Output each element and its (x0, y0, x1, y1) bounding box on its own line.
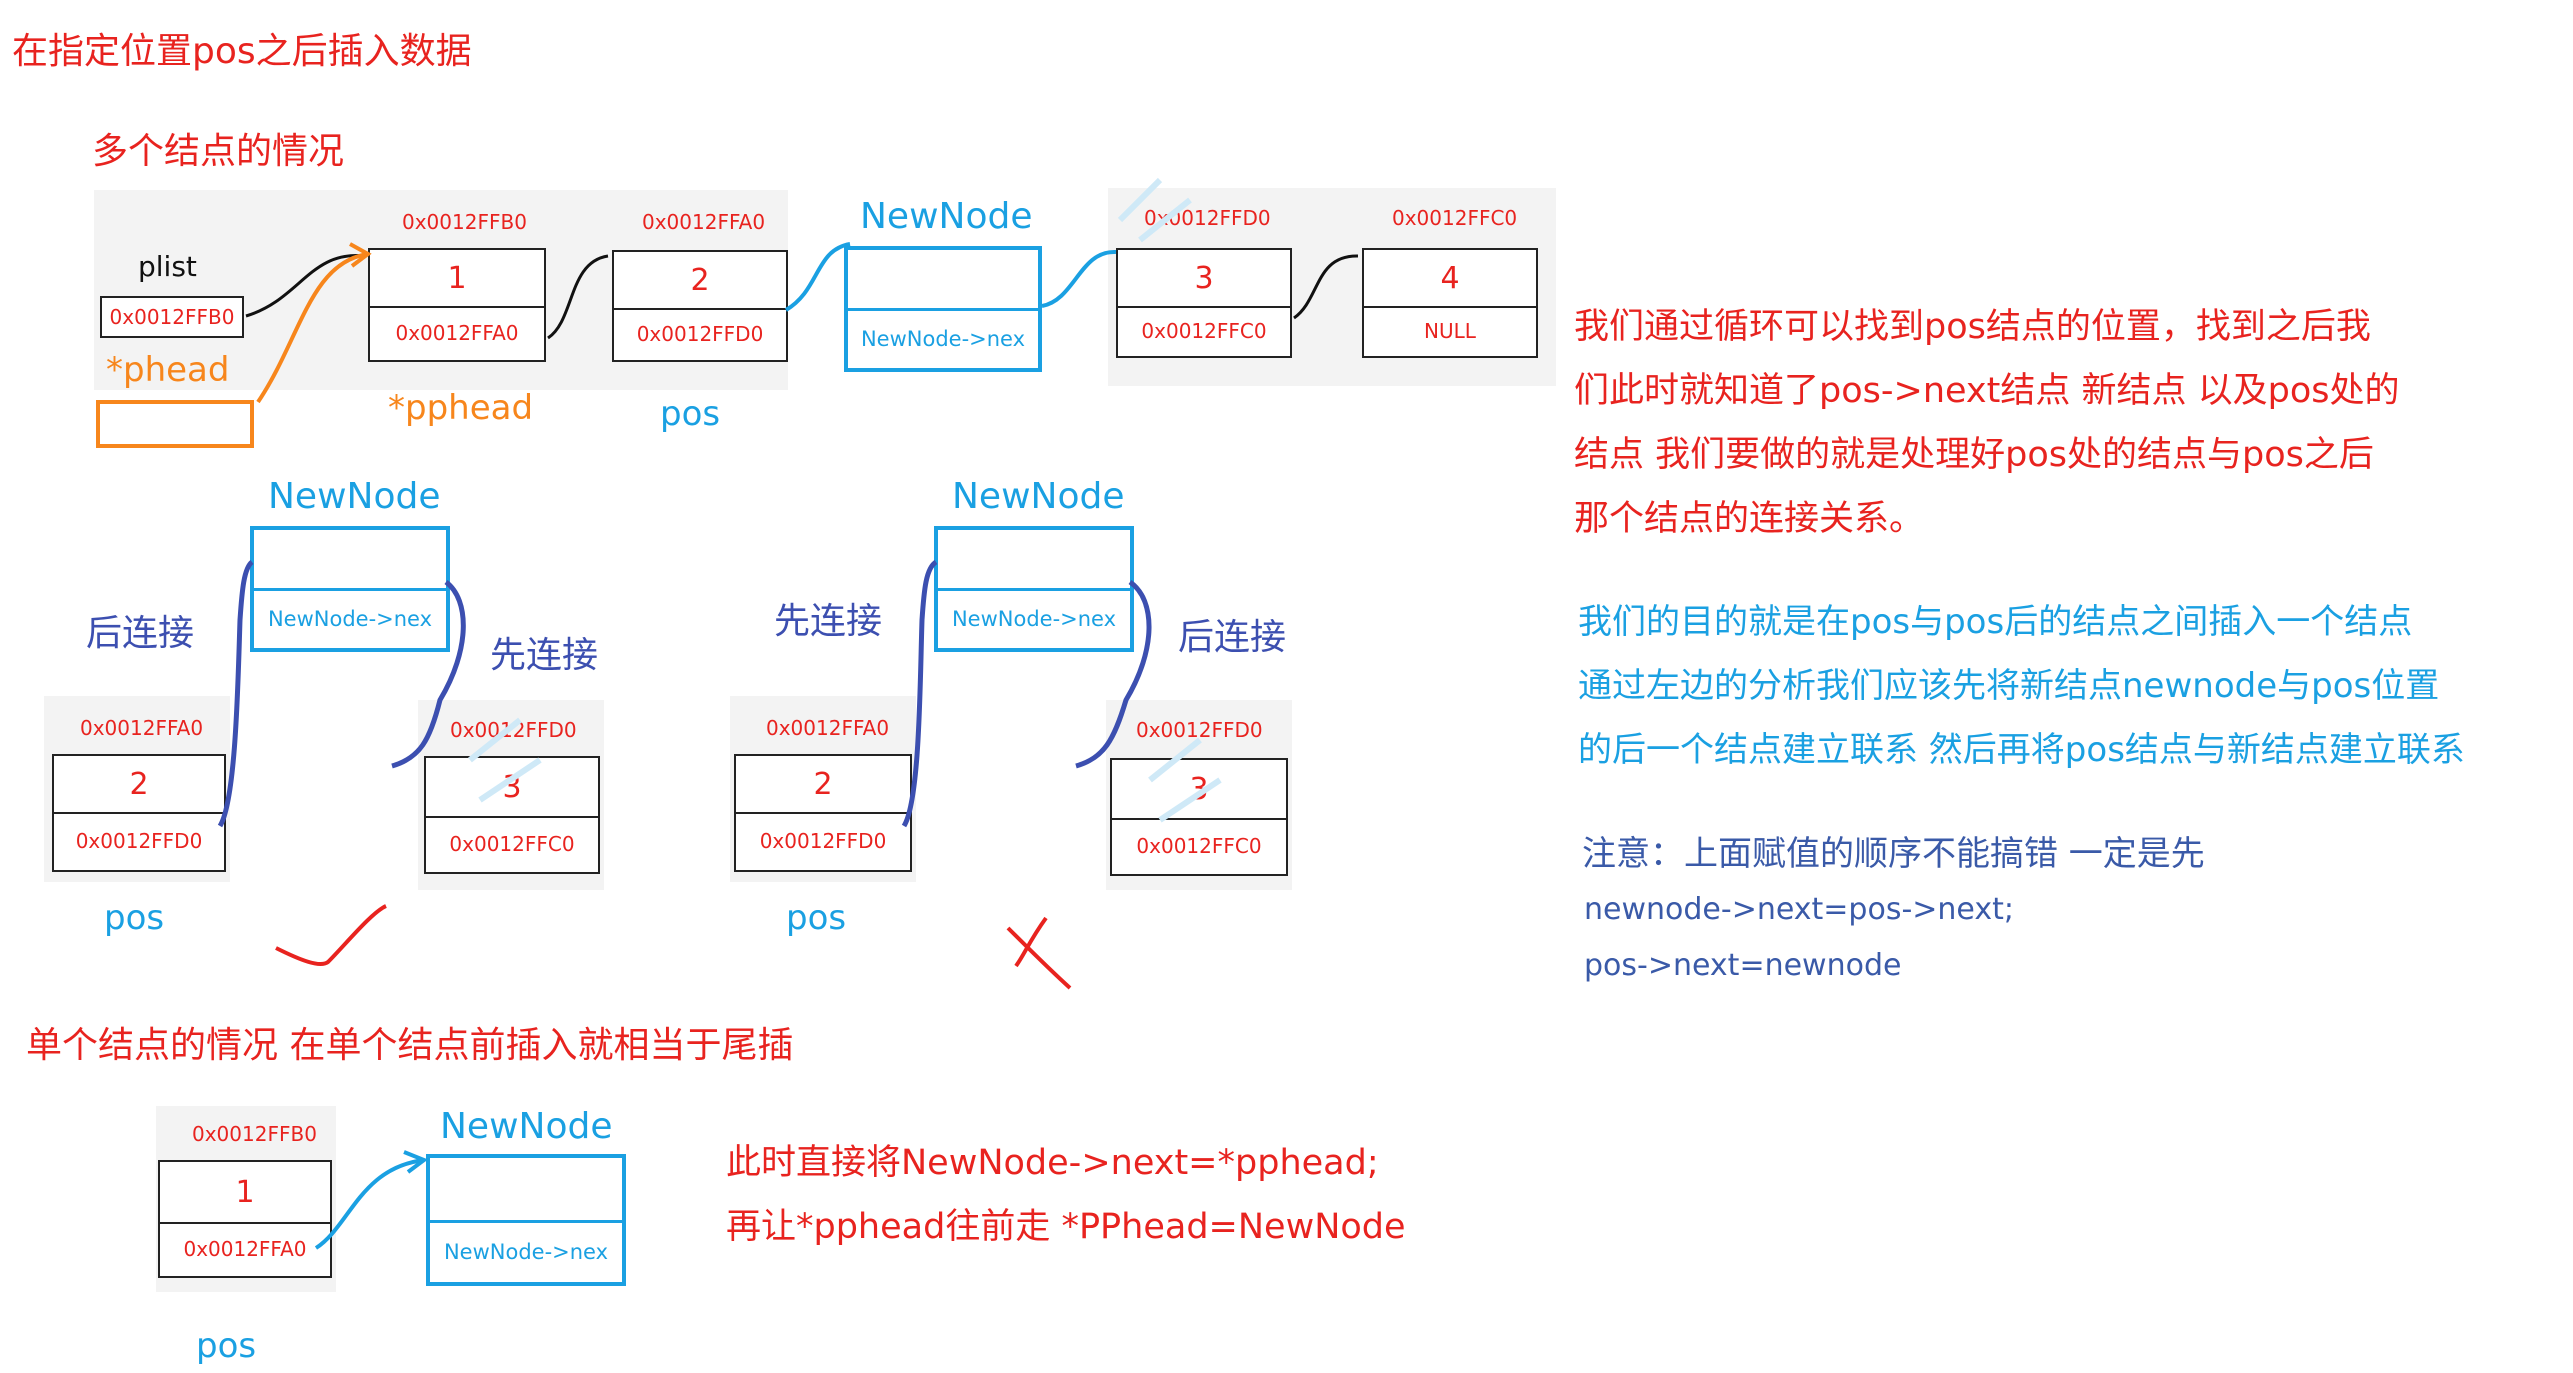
left-after-connect-stroke (217, 560, 254, 828)
node4-address: 0x0012FFC0 (1392, 206, 1518, 230)
arrow-single-to-newnode (314, 1158, 425, 1250)
single-pos-label: pos (196, 1326, 257, 1366)
arrow-node1-to-node2 (547, 254, 609, 340)
note-line2: pos->next=newnode (1584, 948, 1902, 983)
top-newnode: NewNode->nex (844, 246, 1042, 372)
plist-box: 0x0012FFB0 (100, 296, 244, 338)
arrow-phead-to-node1 (256, 252, 369, 404)
right-next-next: 0x0012FFC0 (1136, 834, 1262, 858)
node1-next: 0x0012FFA0 (395, 321, 519, 345)
right-label-first: 先连接 (774, 601, 883, 642)
arrowhead-phead (349, 242, 372, 268)
watermark-stroke-3 (1148, 737, 1222, 823)
left-newnode: NewNode->nex (250, 526, 450, 652)
node1-address: 0x0012FFB0 (402, 210, 527, 234)
single-explain-line2: 再让*pphead往前走 *PPhead=NewNode (726, 1207, 1406, 1247)
right-label-after: 后连接 (1178, 617, 1287, 658)
arrowhead-single (403, 1150, 429, 1174)
right-pos-address: 0x0012FFA0 (766, 716, 890, 740)
node1-data: 1 (370, 250, 544, 308)
node2: 2 0x0012FFD0 (612, 250, 788, 362)
node2-data: 2 (614, 252, 786, 310)
single-node-data: 1 (160, 1162, 330, 1224)
phead-box (96, 400, 254, 448)
right-next-node: 3 0x0012FFC0 (1110, 758, 1288, 876)
single-explain-line1: 此时直接将NewNode->next=*pphead; (726, 1143, 1379, 1183)
left-correct-mark (275, 904, 387, 967)
left-label-after: 后连接 (86, 613, 195, 654)
explain-blue-line2: 通过左边的分析我们应该先将新结点newnode与pos位置 (1578, 666, 2440, 706)
arrow-node3-to-node4 (1293, 254, 1359, 320)
left-first-connect-stroke (391, 580, 466, 769)
arrow-plist-to-node1 (245, 254, 366, 318)
watermark-stroke-1 (1117, 177, 1192, 243)
left-pos-node: 2 0x0012FFD0 (52, 754, 226, 872)
section-multi-heading: 多个结点的情况 (92, 131, 345, 172)
right-pos-node: 2 0x0012FFD0 (734, 754, 912, 872)
top-newnode-title: NewNode (860, 196, 1033, 237)
pphead-label: *pphead (388, 388, 534, 428)
explain-blue-line3: 的后一个结点建立联系 然后再将pos结点与新结点建立联系 (1578, 730, 2465, 770)
node4-next: NULL (1424, 319, 1476, 343)
right-newnode-next: NewNode->nex (951, 607, 1117, 631)
single-newnode-next: NewNode->nex (443, 1240, 609, 1264)
right-wrong-mark-a (1006, 926, 1072, 990)
pos-label-top: pos (660, 394, 721, 434)
left-label-first: 先连接 (490, 635, 599, 676)
right-next-address: 0x0012FFD0 (1136, 718, 1263, 742)
arrow-newnode-to-node3 (1041, 249, 1117, 308)
node4: 4 NULL (1362, 248, 1538, 358)
node1: 1 0x0012FFA0 (368, 248, 546, 362)
plist-label: plist (138, 250, 197, 283)
left-pos-address: 0x0012FFA0 (80, 716, 204, 740)
section-single-heading: 单个结点的情况 在单个结点前插入就相当于尾插 (26, 1025, 794, 1066)
node4-data: 4 (1364, 250, 1536, 308)
node2-address: 0x0012FFA0 (642, 210, 766, 234)
note-line1: newnode->next=pos->next; (1584, 892, 2014, 927)
top-newnode-next: NewNode->nex (860, 327, 1026, 351)
explain-red-line2: 们此时就知道了pos->next结点 新结点 以及pos处的 (1574, 371, 2400, 411)
note-title: 注意：上面赋值的顺序不能搞错 一定是先 (1582, 834, 2205, 874)
explain-blue-line1: 我们的目的就是在pos与pos后的结点之间插入一个结点 (1578, 602, 2413, 642)
explain-red-line4: 那个结点的连接关系。 (1574, 499, 1925, 539)
page-title: 在指定位置pos之后插入数据 (12, 31, 472, 72)
single-newnode-title: NewNode (440, 1106, 613, 1147)
left-pos-data: 2 (54, 756, 224, 814)
explain-red-line1: 我们通过循环可以找到pos结点的位置，找到之后我 (1574, 307, 2371, 347)
watermark-stroke-2 (468, 717, 542, 803)
right-wrong-mark-b (1014, 916, 1048, 968)
right-pos-label: pos (786, 898, 847, 938)
left-next-next: 0x0012FFC0 (449, 832, 575, 856)
single-node-next: 0x0012FFA0 (183, 1237, 307, 1261)
right-newnode: NewNode->nex (934, 526, 1134, 652)
right-pos-data: 2 (736, 756, 910, 814)
right-newnode-title: NewNode (952, 476, 1125, 517)
left-newnode-next: NewNode->nex (267, 607, 433, 631)
single-newnode: NewNode->nex (426, 1154, 626, 1286)
node2-next: 0x0012FFD0 (636, 322, 764, 346)
node3-next: 0x0012FFC0 (1141, 319, 1267, 343)
phead-label: *phead (106, 350, 230, 390)
right-after-connect-stroke (1075, 579, 1152, 769)
node3: 3 0x0012FFC0 (1116, 248, 1292, 358)
single-node-address: 0x0012FFB0 (192, 1122, 317, 1146)
left-newnode-title: NewNode (268, 476, 441, 517)
explain-red-line3: 结点 我们要做的就是处理好pos处的结点与pos之后 (1574, 435, 2374, 475)
arrow-node2-to-newnode (784, 242, 851, 312)
right-pos-next: 0x0012FFD0 (759, 829, 887, 853)
right-first-connect-stroke (901, 559, 938, 828)
single-node: 1 0x0012FFA0 (158, 1160, 332, 1278)
left-pos-next: 0x0012FFD0 (75, 829, 203, 853)
plist-value: 0x0012FFB0 (109, 305, 235, 329)
left-pos-label: pos (104, 898, 165, 938)
node3-data: 3 (1118, 250, 1290, 308)
